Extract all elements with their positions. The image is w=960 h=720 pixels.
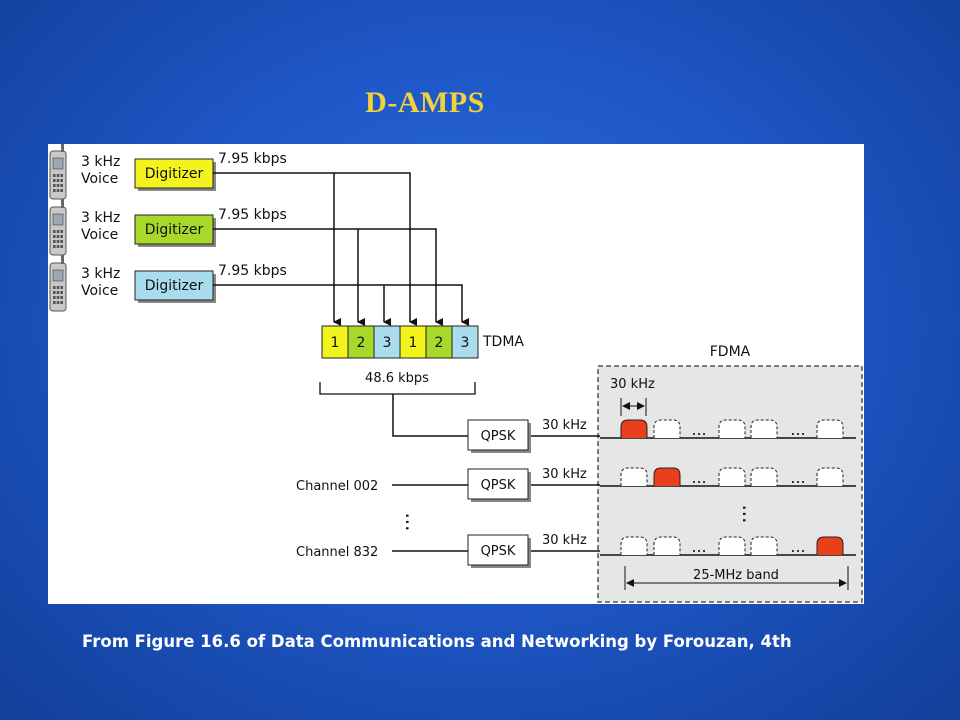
qpsk-modulator: [467, 534, 529, 566]
channel-row: QPSK 30 kHz......: [467, 418, 856, 453]
voice-bandwidth-label: 3 kHz: [81, 266, 120, 282]
channel-row: Channel 002 QPSK 30 kHz......: [296, 467, 856, 502]
qpsk-modulator: [467, 419, 529, 451]
tdma-rate: 48.6 kbps: [365, 371, 429, 386]
qpsk-label: QPSK: [481, 544, 516, 559]
channel-slot: [718, 536, 746, 555]
figure-caption: From Figure 16.6 of Data Communications …: [82, 632, 792, 651]
carrier-label: 30 kHz: [542, 418, 587, 433]
channel-slot: [718, 467, 746, 486]
qpsk-label: QPSK: [481, 478, 516, 493]
slide-title: D-AMPS: [365, 86, 485, 119]
digitizer-label: Digitizer: [145, 278, 204, 294]
channel-slot: [653, 536, 681, 555]
tdma-slot-label: 3: [461, 335, 470, 351]
channel-slot: [750, 467, 778, 486]
voice-bandwidth-label: 3 kHz: [81, 154, 120, 170]
digitizer-box: [134, 214, 214, 245]
carrier-label: 30 kHz: [542, 533, 587, 548]
rate-label: 7.95 kbps: [218, 151, 287, 167]
tdma-slot: [425, 325, 453, 359]
horizontal-ellipsis: ...: [691, 537, 706, 556]
channel-slot: [620, 467, 648, 486]
tdma-frame: 1 2 3 1 2 3: [321, 325, 479, 359]
tdma-label: TDMA: [482, 334, 524, 350]
tdma-slot-label: 1: [331, 335, 340, 351]
channel-slot: [620, 536, 648, 555]
voice-label: Voice: [81, 283, 118, 299]
tdma-slot-label: 1: [409, 335, 418, 351]
horizontal-ellipsis: ...: [691, 468, 706, 487]
channel-slot: [750, 536, 778, 555]
channel-slot: [750, 419, 778, 438]
tdma-slot-label: 2: [435, 335, 444, 351]
voice-label: Voice: [81, 171, 118, 187]
carrier-label: 30 kHz: [542, 467, 587, 482]
horizontal-ellipsis: ...: [790, 537, 805, 556]
cell-phone-icon: [49, 255, 67, 312]
horizontal-ellipsis: ...: [691, 420, 706, 439]
horizontal-ellipsis: ...: [790, 420, 805, 439]
tdma-slot: [321, 325, 349, 359]
band-label: 25-MHz band: [693, 568, 779, 583]
cell-phone-icon: [49, 144, 67, 200]
fdma-vertical-ellipsis: ...: [738, 504, 762, 523]
horizontal-ellipsis: ...: [790, 468, 805, 487]
channel-slot: [653, 419, 681, 438]
qpsk-modulator: [467, 468, 529, 500]
tdma-slot: [373, 325, 401, 359]
tdma-slot: [399, 325, 427, 359]
spacing-label: 30 kHz: [610, 377, 655, 392]
rate-label: 7.95 kbps: [218, 207, 287, 223]
digitizer-label: Digitizer: [145, 166, 204, 182]
active-channel-slot: [620, 419, 648, 438]
rate-label: 7.95 kbps: [218, 263, 287, 279]
tdma-slot-label: 2: [357, 335, 366, 351]
digitizer-box: [134, 270, 214, 301]
tdma-feed-lines: [213, 172, 469, 326]
cell-phone-icon: [49, 199, 67, 256]
tdma-slot: [451, 325, 479, 359]
channel-slot: [816, 419, 844, 438]
channel-label: Channel 832: [296, 545, 378, 560]
tdma-bracket: [319, 382, 476, 395]
digitizer-label: Digitizer: [145, 222, 204, 238]
voice-bandwidth-label: 3 kHz: [81, 210, 120, 226]
active-channel-slot: [653, 467, 681, 486]
fdma-label: FDMA: [710, 344, 751, 360]
channel-row: Channel 832 QPSK 30 kHz......: [296, 533, 856, 568]
channel-vertical-ellipsis: ...: [401, 512, 425, 531]
tdma-to-qpsk-line: [392, 394, 468, 437]
qpsk-label: QPSK: [481, 429, 516, 444]
voice-label: Voice: [81, 227, 118, 243]
tdma-slot-label: 3: [383, 335, 392, 351]
channel-label: Channel 002: [296, 479, 378, 494]
channel-slot: [816, 467, 844, 486]
channel-slot: [718, 419, 746, 438]
active-channel-slot: [816, 536, 844, 555]
